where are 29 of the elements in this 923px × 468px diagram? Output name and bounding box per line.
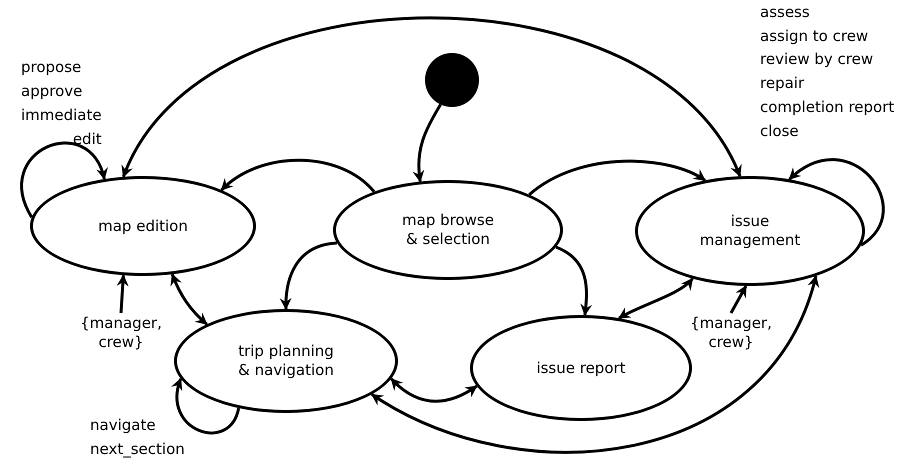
event-label: repair <box>760 73 804 94</box>
transition-arrow <box>280 241 338 310</box>
transition-arrow <box>788 158 885 246</box>
transition-arrow <box>116 274 129 314</box>
event-label: assign to crew <box>760 26 868 47</box>
event-label: immediate edit <box>21 105 102 150</box>
event-label: next_section <box>90 439 185 460</box>
transition-arrow <box>220 158 376 193</box>
initial-state-dot <box>425 53 479 107</box>
transition-arrow <box>122 16 742 178</box>
role-label: {manager, crew} <box>685 314 777 352</box>
state-name: map edition <box>98 216 188 236</box>
transition-arrow <box>370 275 818 454</box>
state-name: issue report <box>536 358 626 378</box>
transition-arrow <box>172 378 240 434</box>
role-label: {manager, crew} <box>75 314 167 352</box>
transition-arrow <box>390 378 478 403</box>
event-label: assess <box>760 2 810 23</box>
event-label: completion report <box>760 97 894 118</box>
transition-arrow <box>20 142 106 218</box>
transition-arrow <box>170 273 208 326</box>
event-label: close <box>760 121 799 142</box>
transition-arrow <box>412 104 442 182</box>
transition-arrow <box>528 160 706 196</box>
transition-arrow <box>730 285 748 314</box>
event-label: propose <box>21 57 82 78</box>
event-label: approve <box>21 81 82 102</box>
event-label: navigate <box>90 415 156 436</box>
event-label: review by crew <box>760 49 874 70</box>
